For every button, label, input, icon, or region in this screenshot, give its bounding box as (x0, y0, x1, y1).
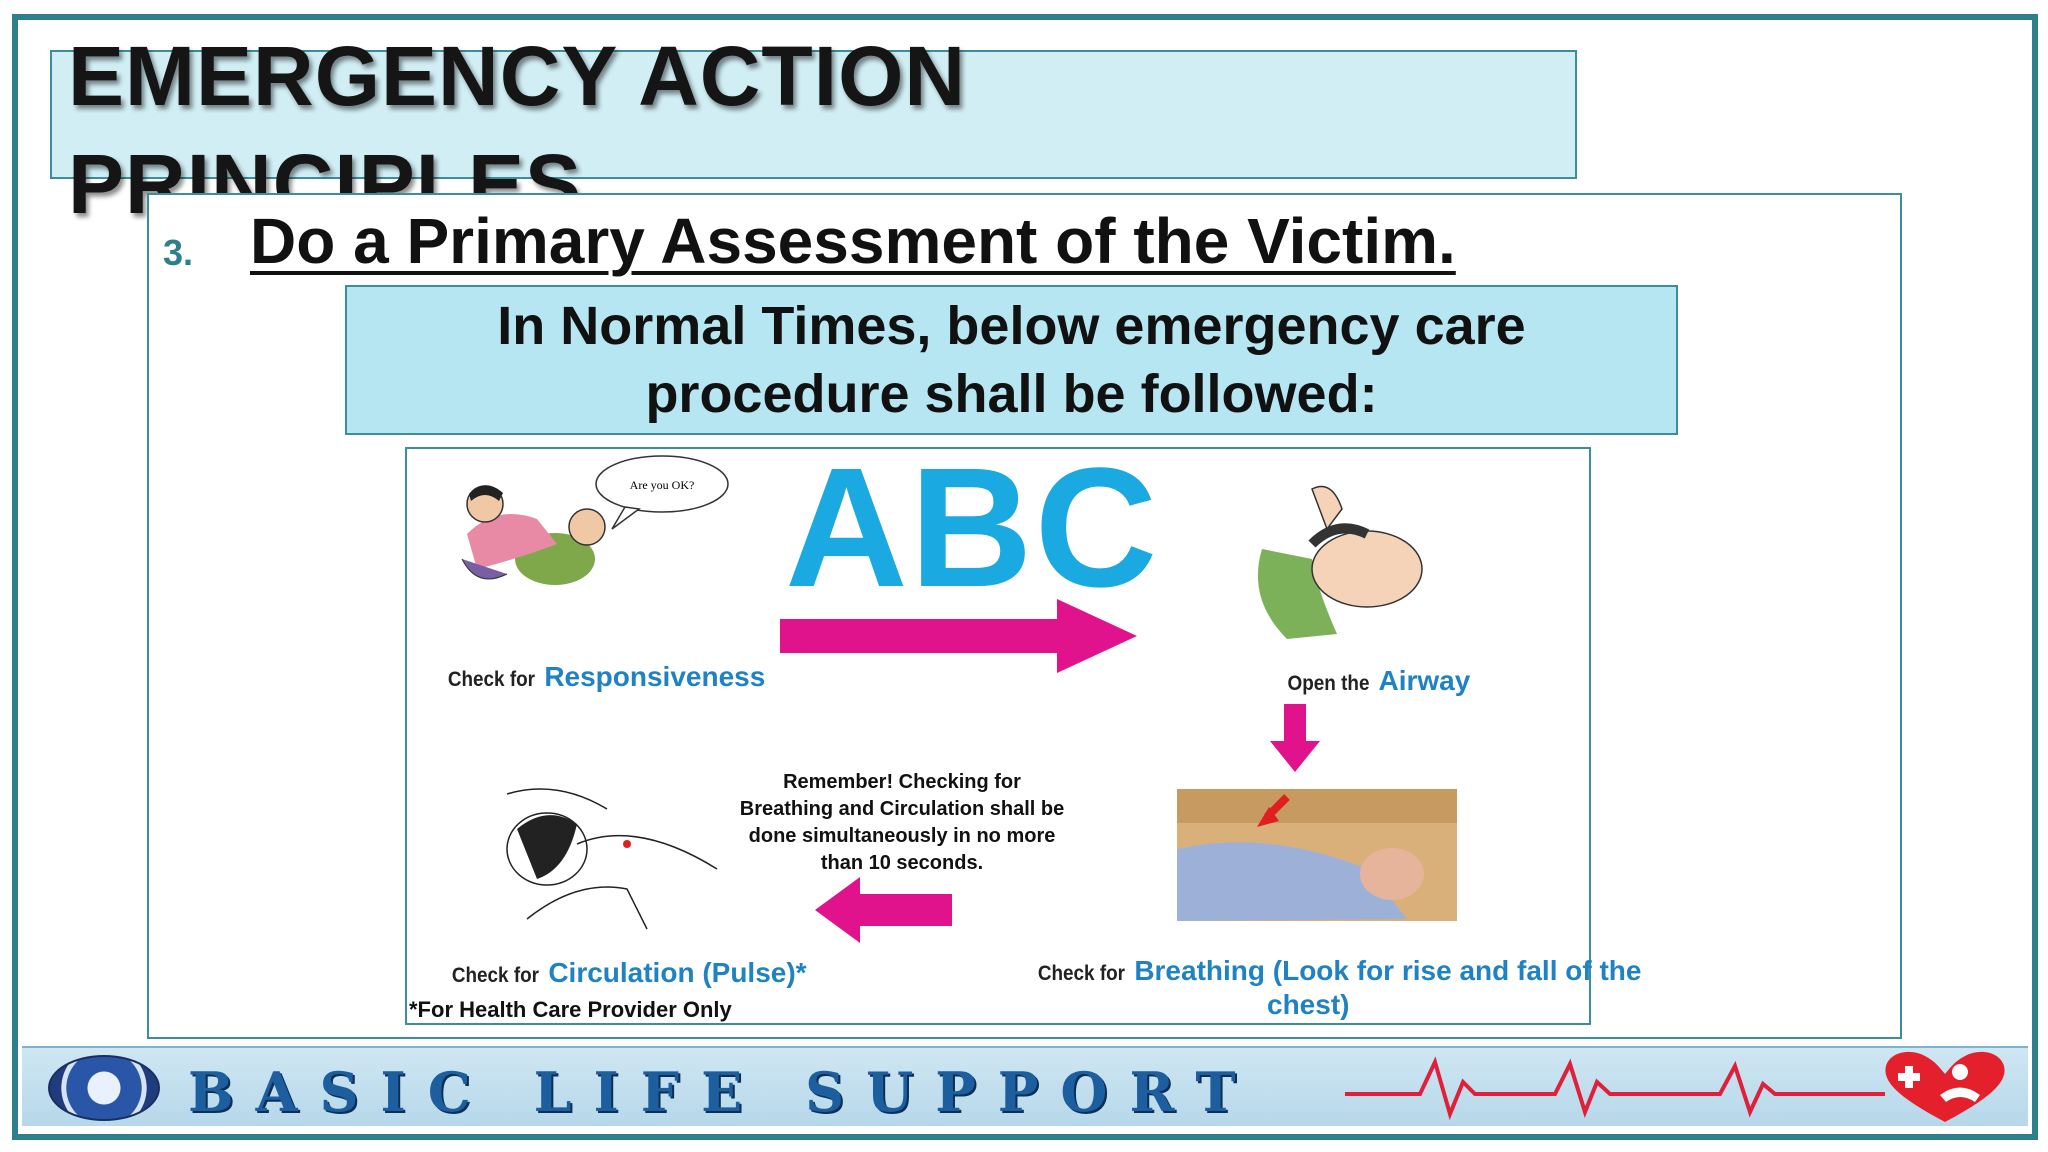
breathing-key-2: chest) (1267, 989, 1350, 1020)
patient-neck (576, 834, 718, 870)
left-arrow-shaft (857, 894, 952, 926)
victim-head (568, 508, 606, 546)
down-arrow-shaft (1284, 704, 1306, 744)
breathing-label-line2: chest) (1267, 989, 1349, 1021)
heart-cpr-icon (1885, 1051, 2005, 1122)
circulation-prefix: Check for (451, 964, 540, 987)
footer-bar (22, 1046, 2028, 1126)
org-seal-icon (48, 1055, 160, 1121)
cpr-figure-head (1952, 1064, 1968, 1080)
heart-shape (1885, 1051, 2005, 1122)
breathing-key: Breathing (Look for rise and fall of the (1134, 955, 1642, 986)
step-heading: Do a Primary Assessment of the Victim. (250, 205, 1456, 277)
rescuer-body (467, 514, 557, 569)
abc-arrow-head (1057, 599, 1137, 673)
breathing-prefix: Check for (1037, 962, 1126, 985)
note-text: In Normal Times, below emergency care pr… (497, 296, 1526, 424)
speech-bubble-text: Are you OK? (630, 478, 695, 492)
airway-shoulder (1257, 549, 1337, 639)
airway-prefix: Open the (1287, 672, 1370, 695)
airway-key: Airway (1378, 665, 1471, 696)
ecg-trace (1345, 1056, 1885, 1121)
rescuer-hand-top (506, 788, 608, 810)
abc-heading: ABC (785, 433, 1160, 623)
circulation-illustration (506, 788, 718, 930)
speech-bubble (595, 455, 729, 513)
circulation-label: Check for Circulation (Pulse)* (447, 957, 807, 989)
victim-shirt-photo (1177, 842, 1407, 921)
rescuer-hair (469, 485, 503, 501)
breathing-photo (1177, 789, 1457, 921)
down-arrow-head (1270, 741, 1320, 772)
item-number: 3. (163, 232, 194, 273)
airway-illustration (1257, 485, 1423, 639)
abc-arrow (780, 599, 1137, 673)
victim-head-photo (1360, 848, 1424, 900)
abc-diagram: Are you OK? (405, 443, 1641, 1025)
responsiveness-illustration: Are you OK? (461, 455, 729, 585)
cpr-figure-body (1940, 1087, 1980, 1102)
title-box (50, 50, 1577, 179)
rescuer-legs (461, 558, 508, 580)
breathing-label: Check for Breathing (Look for rise and f… (1033, 955, 1642, 987)
abc-arrow-shaft (780, 619, 1060, 653)
provider-note: *For Health Care Provider Only (409, 997, 732, 1022)
footer-title: BASIC LIFE SUPPORT (188, 1060, 1258, 1124)
patient-hair (517, 815, 577, 879)
left-arrow-head (815, 877, 860, 943)
diagram-illustrations: Are you OK? (461, 455, 1457, 943)
pulse-point (623, 840, 631, 848)
red-pointer-head (1257, 807, 1279, 827)
airway-hair (1308, 523, 1370, 548)
ecg-line-icon (1345, 1056, 1885, 1121)
airway-head (1311, 530, 1423, 608)
reminder-text: Remember! Checking for Breathing and Cir… (739, 771, 1065, 874)
responsiveness-prefix: Check for (447, 668, 536, 691)
down-arrow (1270, 704, 1320, 772)
circulation-key: Circulation (Pulse)* (548, 957, 807, 988)
airway-label: Open the Airway (1283, 665, 1471, 697)
floor-board (1177, 789, 1457, 823)
airway-hand (1311, 485, 1343, 531)
responsiveness-label: Check for Responsiveness (443, 661, 765, 693)
note-box: In Normal Times, below emergency care pr… (345, 285, 1678, 435)
cross-horizontal (1898, 1073, 1920, 1081)
speech-bubble-tail (611, 506, 641, 530)
left-arrow (815, 877, 952, 943)
responsiveness-key: Responsiveness (544, 661, 766, 692)
rescuer-hand-pulse (526, 886, 648, 930)
